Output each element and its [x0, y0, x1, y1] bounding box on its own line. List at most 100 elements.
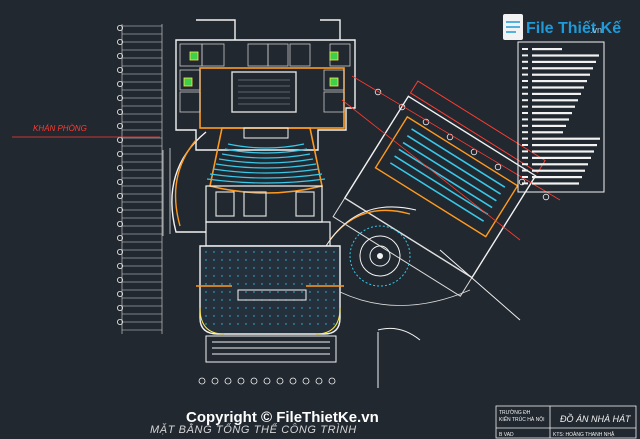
column-dot: [269, 315, 271, 317]
column-dot: [213, 307, 215, 309]
column-dot: [293, 283, 295, 285]
column-dot: [285, 307, 287, 309]
legend-entry: [532, 163, 588, 166]
legend-entry: [532, 144, 597, 147]
column-dot: [261, 291, 263, 293]
column-dot: [221, 259, 223, 261]
column-dot: [245, 307, 247, 309]
column-dot: [221, 299, 223, 301]
column-dot: [317, 251, 319, 253]
column-dot: [229, 267, 231, 269]
seat-row: [206, 178, 326, 184]
column-dot: [293, 291, 295, 293]
wing-seat-row: [398, 148, 493, 209]
legend-entry: [532, 73, 590, 76]
column-dot: [237, 315, 239, 317]
column-dot: [333, 259, 335, 261]
legend-entry: [532, 86, 584, 89]
axis-bubble: [374, 88, 382, 96]
logo-badge: File Thiết Kế .vn: [503, 14, 621, 40]
entrance-steps: [205, 335, 337, 363]
column-dot: [237, 251, 239, 253]
drawing-title: MẶT BẰNG TỔNG THỂ CÔNG TRÌNH: [150, 423, 357, 436]
column-dot: [325, 291, 327, 293]
legend-entry: [532, 169, 585, 172]
seat-row: [221, 153, 311, 159]
column-dot: [213, 267, 215, 269]
legend-index: [522, 124, 528, 127]
seat-row: [212, 168, 320, 174]
column-dot: [253, 251, 255, 253]
planter-boxes: [183, 51, 339, 87]
axis-bubble: [328, 377, 336, 385]
column-dot: [261, 323, 263, 325]
column-dot: [261, 275, 263, 277]
column-dot: [205, 323, 207, 325]
legend-entry: [532, 131, 563, 134]
column-dot: [301, 307, 303, 309]
column-dot: [261, 267, 263, 269]
axis-bubble: [315, 377, 323, 385]
axis-bubble: [117, 290, 124, 297]
column-dot: [245, 259, 247, 261]
column-dot: [253, 283, 255, 285]
backstage-rooms: [179, 43, 351, 113]
logo-suffix: .vn: [590, 25, 602, 35]
legend-entry: [532, 118, 569, 121]
column-dot: [237, 323, 239, 325]
axis-bubble: [117, 192, 124, 199]
axis-bubble: [117, 67, 124, 74]
legend-entry: [532, 54, 599, 57]
column-dot: [205, 275, 207, 277]
column-dot: [333, 323, 335, 325]
column-dot: [285, 251, 287, 253]
service-band: [205, 185, 331, 247]
legend-index: [522, 176, 528, 178]
column-dot: [285, 291, 287, 293]
column-dot: [325, 315, 327, 317]
column-dot: [293, 275, 295, 277]
legend-entry: [532, 60, 596, 63]
column-dot: [261, 307, 263, 309]
axis-bubble: [117, 109, 124, 116]
column-dot: [237, 275, 239, 277]
axis-bubble: [289, 377, 297, 385]
column-dot: [317, 291, 319, 293]
column-dot: [309, 275, 311, 277]
legend-entry: [532, 99, 578, 102]
legend-index: [522, 169, 528, 172]
seat-row: [224, 148, 308, 154]
column-dot: [301, 275, 303, 277]
column-dot: [253, 267, 255, 269]
column-dot: [285, 267, 287, 269]
legend-index: [522, 54, 528, 57]
column-dot: [309, 323, 311, 325]
backstage-block: [175, 19, 356, 151]
rotated-wing-axis-markers: [374, 88, 550, 201]
column-dot: [333, 291, 335, 293]
column-dot: [333, 251, 335, 253]
column-dot: [229, 259, 231, 261]
legend-index: [522, 60, 528, 63]
column-dot: [245, 323, 247, 325]
column-dot: [285, 283, 287, 285]
column-dot: [325, 259, 327, 261]
legend-panel: [517, 41, 605, 193]
circular-plaza: [325, 206, 471, 306]
legend-index: [522, 112, 528, 114]
column-dot: [317, 283, 319, 285]
column-dot: [333, 267, 335, 269]
class-code: B VAD: [499, 432, 514, 438]
column-dot: [333, 307, 335, 309]
column-dot: [333, 315, 335, 317]
column-dot: [205, 267, 207, 269]
column-dot: [301, 283, 303, 285]
legend-entry: [532, 112, 572, 115]
axis-bubble: [446, 133, 454, 141]
axis-bubble: [250, 377, 258, 385]
legend-index: [522, 182, 528, 185]
axis-bubble: [117, 276, 124, 283]
axis-bubble: [117, 123, 124, 130]
wing-seat-row: [394, 155, 489, 216]
wing-seat-row: [389, 162, 485, 222]
